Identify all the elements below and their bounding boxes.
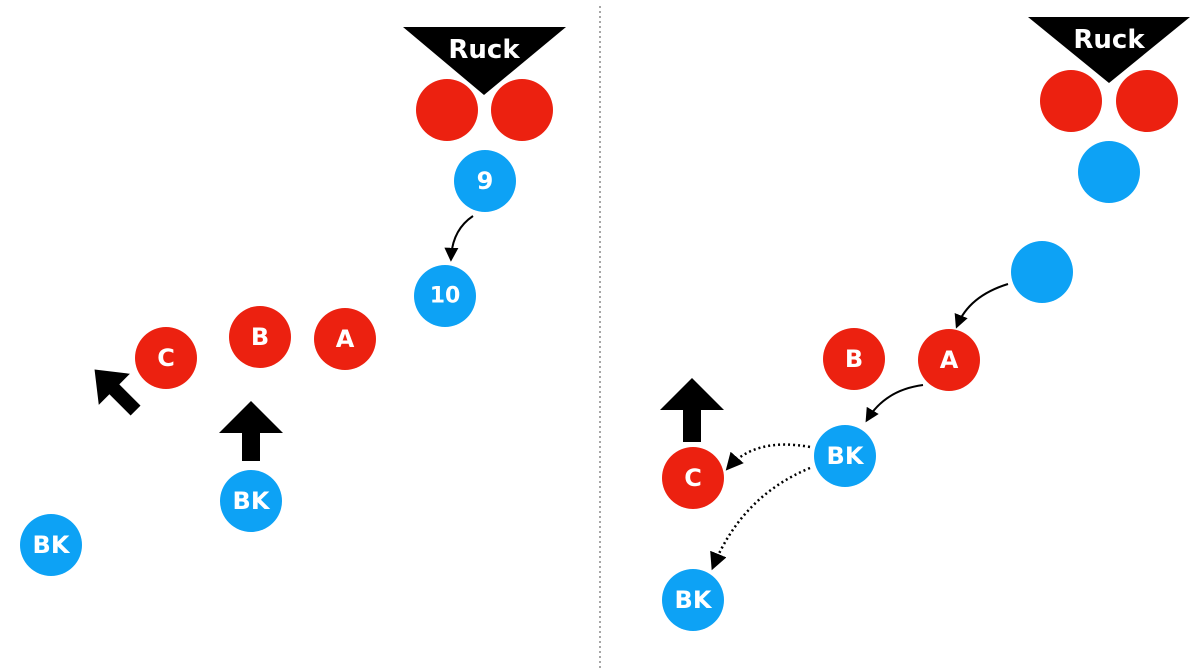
pass-option-arrow-c (725, 443, 811, 471)
back-wide (662, 569, 724, 631)
ruck-marker (1028, 17, 1190, 83)
back-center (220, 470, 282, 532)
defender-a (314, 308, 376, 370)
defender-a-label: A (940, 346, 959, 374)
defender-c-label: C (157, 344, 175, 372)
ruck-label: Ruck (1073, 25, 1145, 55)
drift-arrow-c (94, 369, 141, 416)
defender-c (662, 447, 724, 509)
defender-b-label: B (251, 323, 269, 351)
defender-c (135, 327, 197, 389)
ruck-defender-right (1116, 70, 1178, 132)
flyhalf-label: 10 (430, 284, 461, 309)
back-center-label: BK (233, 487, 271, 515)
move-arrow-a (865, 384, 924, 423)
defender-a-label: A (336, 325, 355, 353)
defender-c-label: C (684, 464, 702, 492)
scrumhalf-9 (454, 150, 516, 212)
pass-arrow-9-to-10 (444, 215, 474, 262)
back-center-label: BK (827, 442, 865, 470)
run-arrow-bk (219, 401, 283, 461)
pass-option-arrow-bk (710, 466, 811, 571)
scrumhalf (1078, 141, 1140, 203)
ruck-defender-right (491, 79, 553, 141)
back-wide (20, 514, 82, 576)
defender-a (918, 329, 980, 391)
flyhalf-10 (414, 265, 476, 327)
flyhalf (1011, 241, 1073, 303)
move-arrow-flyhalf (954, 283, 1009, 329)
ruck-label: Ruck (448, 35, 520, 65)
back-center (814, 425, 876, 487)
back-wide-label: BK (675, 586, 713, 614)
run-arrow-c (660, 378, 724, 442)
ruck-defender-left (1040, 70, 1102, 132)
left-panel: Ruck 9 10 A B C BK BK (20, 27, 566, 576)
ruck-marker (403, 27, 566, 95)
ruck-defender-left (416, 79, 478, 141)
defender-b-label: B (845, 345, 863, 373)
defender-b (823, 328, 885, 390)
defender-b (229, 306, 291, 368)
right-panel: Ruck A B BK C BK (660, 17, 1190, 631)
scrumhalf-label: 9 (477, 167, 494, 195)
back-wide-label: BK (33, 531, 71, 559)
